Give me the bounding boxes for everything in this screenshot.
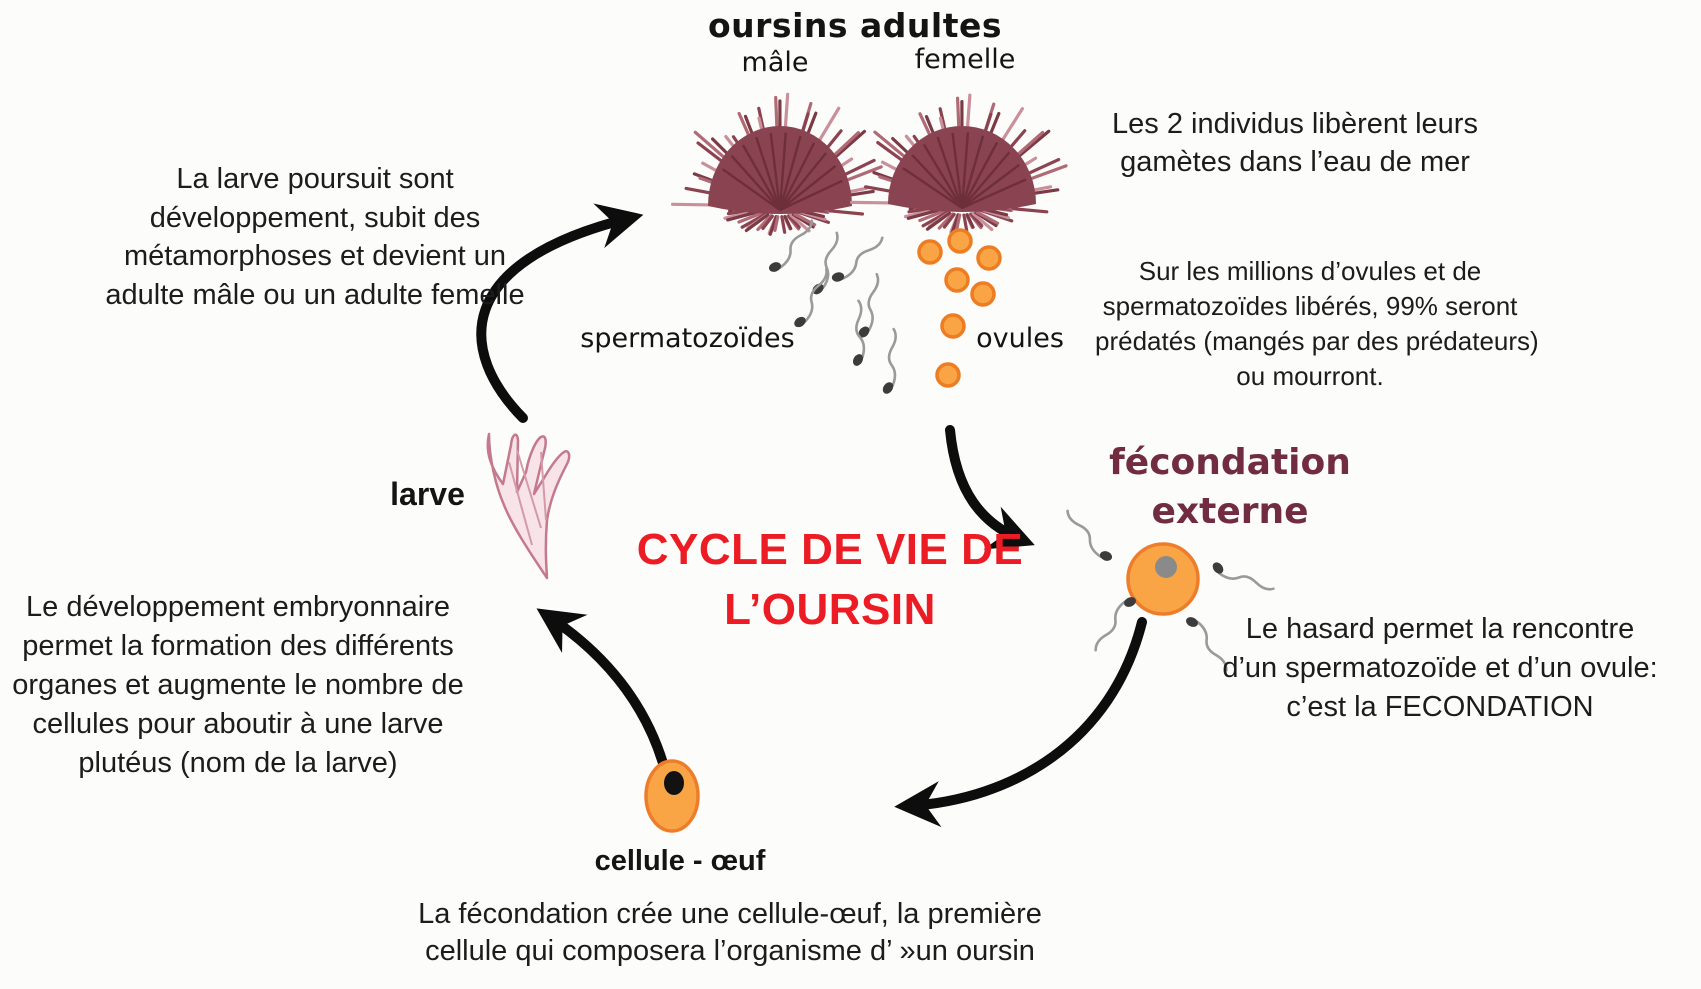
sperm-icon: [839, 272, 897, 343]
text-line: permet la formation des différents: [22, 630, 454, 662]
ovule-icon: [917, 239, 943, 265]
ovule-icon: [940, 313, 966, 339]
sperm-label: spermatozoïdes: [580, 323, 795, 354]
text-line: cellules pour aboutir à une larve: [32, 708, 444, 740]
arrow-larva-to-adults: [476, 203, 644, 423]
egg-cell-label: cellule - œuf: [594, 845, 766, 877]
annotation-larva-development: La larve poursuit sont développement, su…: [75, 160, 555, 314]
arrow-adults-to-fertilization: [945, 425, 1035, 550]
annotation-embryonic-development: Le développement embryonnaire permet la …: [12, 588, 464, 783]
fertilization-label-line: fécondation: [1109, 442, 1351, 483]
ovule-icon: [947, 228, 973, 254]
text-line: La fécondation crée une cellule-œuf, la …: [418, 898, 1042, 930]
released-ovules-group: [917, 228, 1002, 388]
text-line: ou mourront.: [1236, 361, 1384, 391]
female-label: femelle: [914, 44, 1016, 75]
adults-heading: oursins adultes: [707, 6, 1002, 45]
text-line: développement, subit des: [149, 201, 481, 234]
ovule-icon: [976, 245, 1002, 271]
ovules-label: ovules: [976, 323, 1064, 354]
sperm-icon: [787, 267, 832, 331]
sea-urchin-female: [849, 93, 1068, 235]
fertilization-label-line: externe: [1151, 491, 1309, 532]
title-line: L’OURSIN: [724, 585, 936, 634]
male-label: mâle: [741, 47, 809, 78]
larva-skeletal-rods: [508, 449, 547, 546]
title-line: CYCLE DE VIE DE: [636, 525, 1024, 574]
released-sperm-group: [765, 214, 920, 399]
larva-illustration: [486, 432, 571, 580]
diagram-title: CYCLE DE VIE DE L’OURSIN: [630, 520, 1030, 640]
ovule-icon: [935, 362, 961, 388]
ovule-icon: [944, 267, 970, 293]
text-line: Sur les millions d’ovules et de: [1138, 256, 1482, 286]
text-line: cellule qui composera l’organisme d’ »un…: [425, 935, 1035, 967]
sea-urchin-male: [670, 92, 883, 236]
sperm-icon: [824, 299, 889, 372]
text-line: c’est la FECONDATION: [1286, 691, 1594, 723]
text-line: Le hasard permet la rencontre: [1245, 613, 1635, 645]
fertilization-egg-icon: [1126, 542, 1200, 616]
text-line: organes et augmente le nombre de: [12, 669, 464, 701]
annotation-gamete-release: Les 2 individus libèrent leurs gamètes d…: [1080, 105, 1510, 181]
fertilization-label: fécondation externe: [1070, 438, 1390, 536]
cycle-arrows: [476, 203, 1147, 828]
annotation-egg-cell: La fécondation crée une cellule-œuf, la …: [415, 896, 1045, 970]
arrow-egg-to-larva: [536, 608, 670, 775]
sperm-icon: [1208, 550, 1275, 601]
pluteus-larva-icon: [486, 432, 571, 580]
text-line: plutéus (nom de la larve): [78, 747, 398, 779]
text-line: spermatozoïdes libérés, 99% seront: [1102, 291, 1518, 321]
text-line: prédatés (mangés par des prédateurs): [1095, 326, 1539, 356]
text-line: adulte mâle ou un adulte femelle: [105, 278, 525, 311]
fertilization-illustration: [1066, 503, 1275, 675]
egg-cell-icon: [644, 759, 700, 833]
egg-nucleus: [1155, 556, 1177, 578]
text-line: Les 2 individus libèrent leurs: [1112, 108, 1478, 140]
text-line: d’un spermatozoïde et d’un ovule:: [1222, 652, 1658, 684]
text-line: Le développement embryonnaire: [26, 591, 450, 623]
arrow-fertilization-to-egg: [894, 617, 1147, 828]
ovule-icon: [970, 281, 996, 307]
egg-cell-illustration: [644, 759, 700, 833]
annotation-predation: Sur les millions d’ovules et de spermato…: [1095, 254, 1539, 394]
text-line: métamorphoses et devient un: [123, 240, 507, 272]
text-line: gamètes dans l’eau de mer: [1120, 146, 1470, 178]
sperm-icon: [858, 327, 920, 399]
text-line: La larve poursuit sont: [176, 163, 454, 195]
sperm-icon: [798, 231, 851, 299]
larva-label: larve: [390, 476, 465, 512]
egg-cell-nucleus: [664, 771, 684, 795]
annotation-fertilization: Le hasard permet la rencontre d’un sperm…: [1200, 610, 1680, 727]
